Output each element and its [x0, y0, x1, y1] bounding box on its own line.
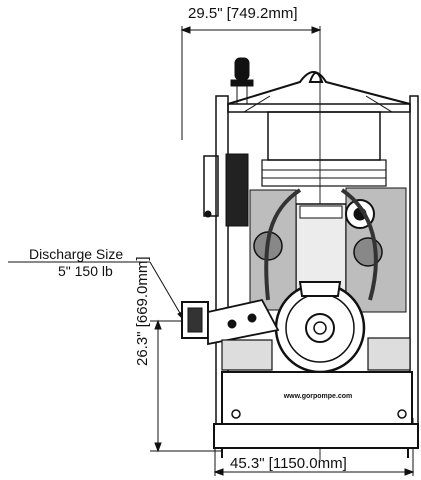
dim-bottom-arrow-left — [213, 468, 224, 476]
dim-top-arrow-left — [180, 26, 191, 34]
roof-brace-right — [365, 95, 393, 113]
dimension-width-top: 29.5" [749.2mm] — [188, 5, 298, 22]
control-box — [225, 153, 249, 227]
pump-outlet-neck — [298, 281, 342, 297]
roof-brace-left — [243, 95, 271, 113]
dimension-width-bottom: 45.3" [1150.0mm] — [230, 455, 347, 472]
hose-right — [340, 188, 378, 301]
hose-left — [264, 188, 302, 301]
lifting-bail — [227, 71, 411, 105]
lifting-eye — [308, 72, 324, 83]
fuel-tank — [221, 371, 413, 425]
dim-bottom-arrow-right — [404, 468, 415, 476]
radiator-core — [261, 159, 387, 187]
dim-top-arrow-right — [311, 26, 322, 34]
discharge-size-label: Discharge Size — [29, 246, 124, 262]
control-box-panel — [203, 155, 219, 217]
skid-base — [213, 423, 419, 449]
dimension-height-left: 26.3" [669.0mm] — [134, 256, 151, 366]
dim-left-arrow-bottom — [154, 442, 162, 453]
pump-hub — [305, 313, 335, 343]
beacon-light — [234, 57, 250, 81]
dim-left-arrow-top — [154, 319, 162, 330]
discharge-leader-diag — [149, 261, 185, 321]
discharge-size-value: 5" 150 lb — [58, 263, 113, 279]
beacon-mount — [236, 85, 248, 105]
tank-plate-text: www.gorpompe.com — [283, 393, 353, 400]
beacon-base — [230, 79, 254, 87]
discharge-pipe — [207, 298, 280, 346]
radiator-top — [267, 111, 381, 161]
